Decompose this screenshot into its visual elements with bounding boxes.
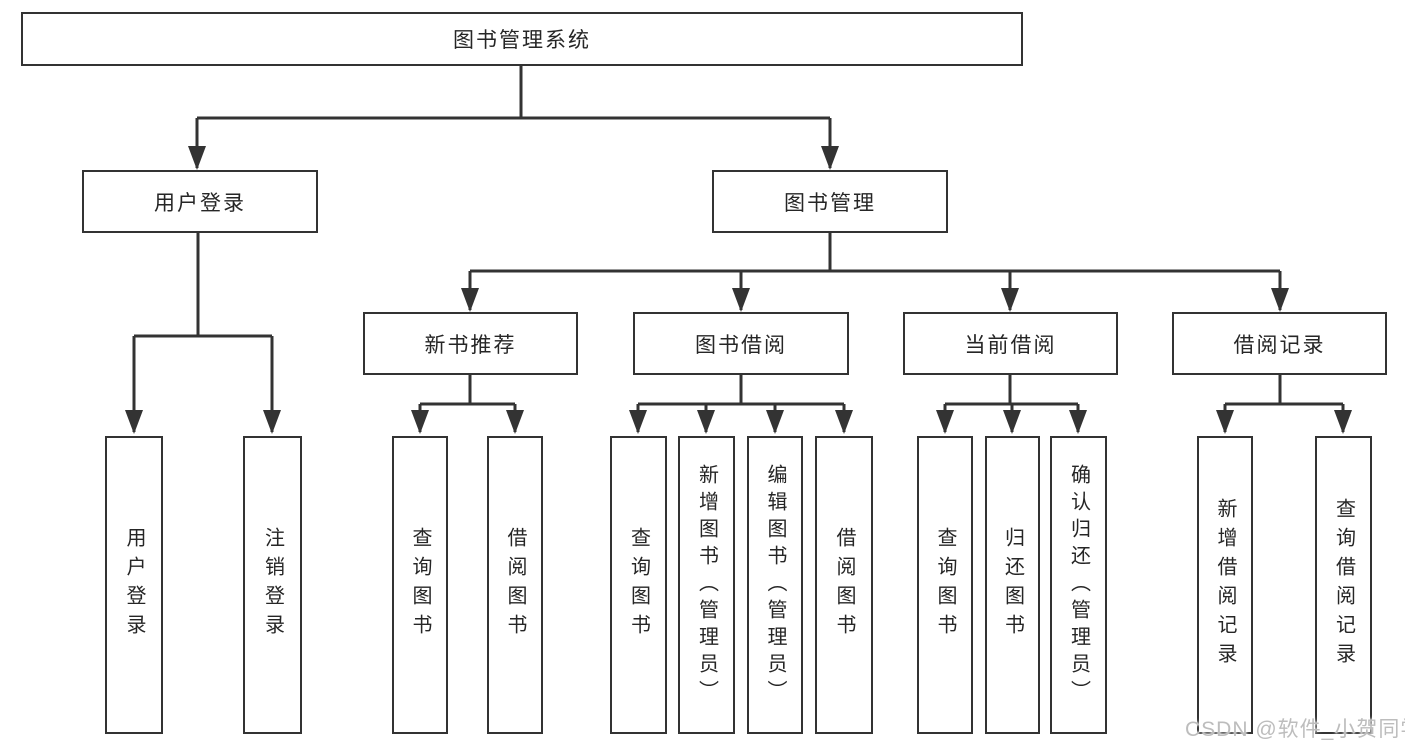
node-current-borrow: 当前借阅	[903, 312, 1118, 375]
leaf-label: 新增图书（管理员）	[695, 463, 718, 707]
leaf-label: 新增借阅记录	[1214, 498, 1236, 672]
leaf-label: 注销登录	[261, 527, 284, 643]
leaf-logout: 注销登录	[243, 436, 302, 734]
leaf-query-borrow-record: 查询借阅记录	[1315, 436, 1372, 734]
leaf-label: 归还图书	[1001, 527, 1024, 643]
leaf-query-books-2: 查询图书	[610, 436, 667, 734]
leaf-confirm-return-admin: 确认归还（管理员）	[1050, 436, 1107, 734]
node-user-login-label: 用户登录	[154, 191, 246, 215]
leaf-query-books-3: 查询图书	[917, 436, 973, 734]
leaf-add-books-admin: 新增图书（管理员）	[678, 436, 735, 734]
node-book-borrow-label: 图书借阅	[695, 333, 787, 357]
node-user-login: 用户登录	[82, 170, 318, 233]
leaf-add-borrow-record: 新增借阅记录	[1197, 436, 1253, 734]
leaf-label: 借阅图书	[833, 527, 855, 643]
leaf-label: 编辑图书（管理员）	[764, 463, 786, 707]
leaf-label: 查询图书	[409, 527, 431, 643]
node-root-label: 图书管理系统	[453, 29, 591, 52]
leaf-borrow-books-1: 借阅图书	[487, 436, 543, 734]
leaf-query-books-1: 查询图书	[392, 436, 448, 734]
watermark: CSDN @软件_小贺同学	[1185, 718, 1405, 741]
node-book-management-label: 图书管理	[784, 191, 876, 215]
leaf-label: 查询借阅记录	[1332, 498, 1355, 672]
node-current-borrow-label: 当前借阅	[964, 333, 1057, 357]
node-new-book-recommend-label: 新书推荐	[424, 333, 517, 357]
leaf-borrow-books-2: 借阅图书	[815, 436, 873, 734]
leaf-label: 查询图书	[934, 527, 956, 643]
leaf-label: 确认归还（管理员）	[1067, 463, 1090, 707]
node-book-borrow: 图书借阅	[633, 312, 849, 375]
leaf-label: 借阅图书	[504, 527, 526, 643]
node-root: 图书管理系统	[21, 12, 1023, 66]
leaf-return-books: 归还图书	[985, 436, 1040, 734]
node-borrow-records-label: 借阅记录	[1233, 333, 1326, 357]
leaf-user-login: 用户登录	[105, 436, 163, 734]
leaf-edit-books-admin: 编辑图书（管理员）	[747, 436, 803, 734]
leaf-label: 查询图书	[627, 527, 650, 643]
node-new-book-recommend: 新书推荐	[363, 312, 578, 375]
node-book-management: 图书管理	[712, 170, 948, 233]
node-borrow-records: 借阅记录	[1172, 312, 1387, 375]
leaf-label: 用户登录	[123, 527, 145, 643]
